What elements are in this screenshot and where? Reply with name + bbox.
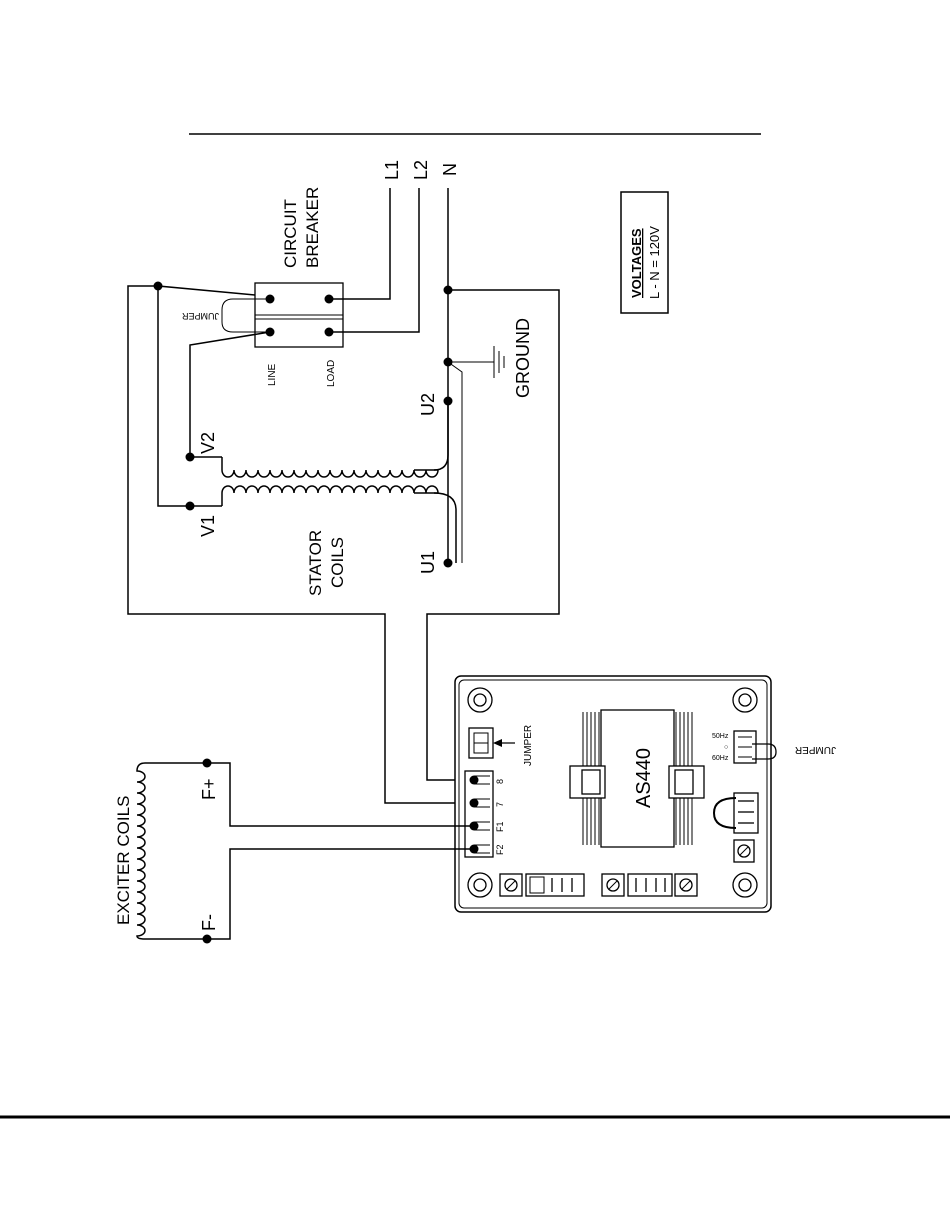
stator-coil-v2 xyxy=(222,457,438,477)
breaker-label-1: CIRCUIT xyxy=(281,199,300,268)
breaker-line-label: LINE xyxy=(267,363,278,386)
avr-board xyxy=(455,676,776,912)
wire-F1 xyxy=(207,763,474,826)
avr-freq-60: 60Hz xyxy=(712,755,729,762)
voltages-title: VOLTAGES xyxy=(629,228,644,298)
avr-pin-7: 7 xyxy=(495,802,505,807)
terminal-L2: L2 xyxy=(411,160,431,180)
stator-label-2: COILS xyxy=(328,537,347,588)
breaker-label-2: BREAKER xyxy=(303,187,322,268)
terminal-V1: V1 xyxy=(198,515,218,537)
avr-model-label: AS440 xyxy=(633,748,655,808)
terminal-L1: L1 xyxy=(382,160,402,180)
avr-freq-center-mark: ○ xyxy=(724,744,728,751)
ground-label: GROUND xyxy=(513,318,533,398)
avr-freq-50: 50Hz xyxy=(712,733,729,740)
terminal-N: N xyxy=(440,163,460,176)
stator-coil-v1 xyxy=(222,486,438,506)
avr-freq-jumper-label: JUMPER xyxy=(795,744,836,755)
avr-jumper-label: JUMPER xyxy=(523,725,534,766)
terminal-U1: U1 xyxy=(418,551,438,574)
exciter-coil xyxy=(137,763,207,939)
avr-pin-f1: F1 xyxy=(495,821,505,832)
wire-F2 xyxy=(207,849,474,939)
voltages-value: L - N = 120V xyxy=(647,226,662,299)
breaker-load-label: LOAD xyxy=(326,360,337,387)
terminal-F-minus: F- xyxy=(199,914,219,931)
terminal-V2: V2 xyxy=(198,432,218,454)
breaker-jumper-label: JUMPER xyxy=(181,311,219,321)
terminal-U2: U2 xyxy=(418,393,438,416)
avr-pin-f2: F2 xyxy=(495,844,505,855)
avr-pin-8: 8 xyxy=(495,779,505,784)
exciter-label: EXCITER COILS xyxy=(114,796,133,925)
ground-symbol xyxy=(448,346,504,378)
terminal-F-plus: F+ xyxy=(199,778,219,800)
wire-sense-7 xyxy=(128,286,474,803)
stator-label-1: STATOR xyxy=(306,530,325,596)
